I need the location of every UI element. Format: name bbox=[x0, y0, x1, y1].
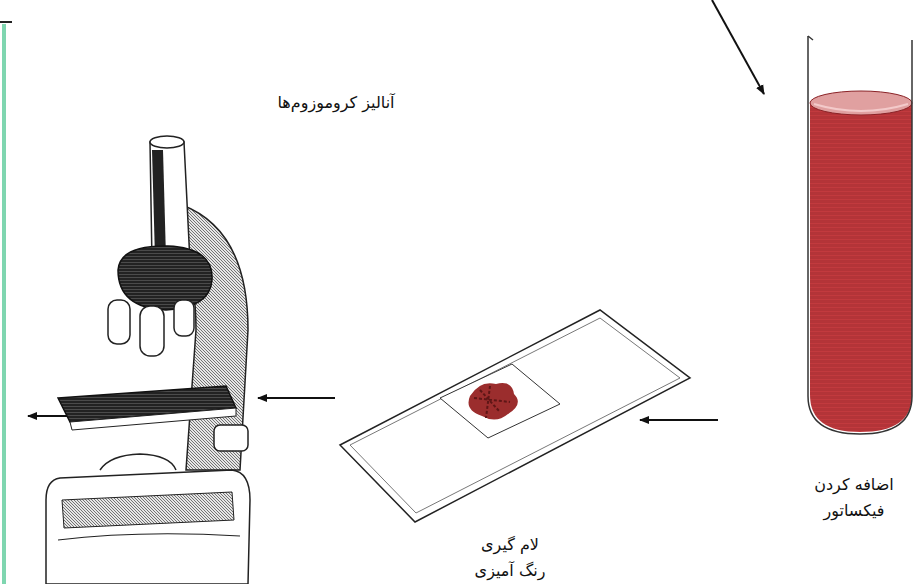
step-label: اضافه کردن فیکساتور bbox=[798, 472, 910, 524]
tube-step: اضافه کردن فیکساتور bbox=[718, 30, 913, 570]
step-label: آنالیز کروموزوم‌ها bbox=[256, 90, 416, 116]
test-tube bbox=[808, 36, 912, 434]
frame-line bbox=[2, 24, 6, 584]
incoming-arrow bbox=[712, 0, 764, 94]
microscope bbox=[46, 136, 250, 584]
slide-step: لام گیریرنگ آمیزی bbox=[335, 300, 640, 584]
flow-arrow bbox=[640, 419, 718, 421]
step-label: لام گیری bbox=[445, 532, 575, 558]
flow-arrow bbox=[258, 397, 335, 399]
microscope-step: آنالیز کروموزوم‌ها bbox=[20, 90, 258, 584]
microscope-slide bbox=[340, 310, 690, 522]
frame-corner bbox=[0, 21, 12, 23]
step-label: رنگ آمیزی bbox=[445, 558, 575, 584]
